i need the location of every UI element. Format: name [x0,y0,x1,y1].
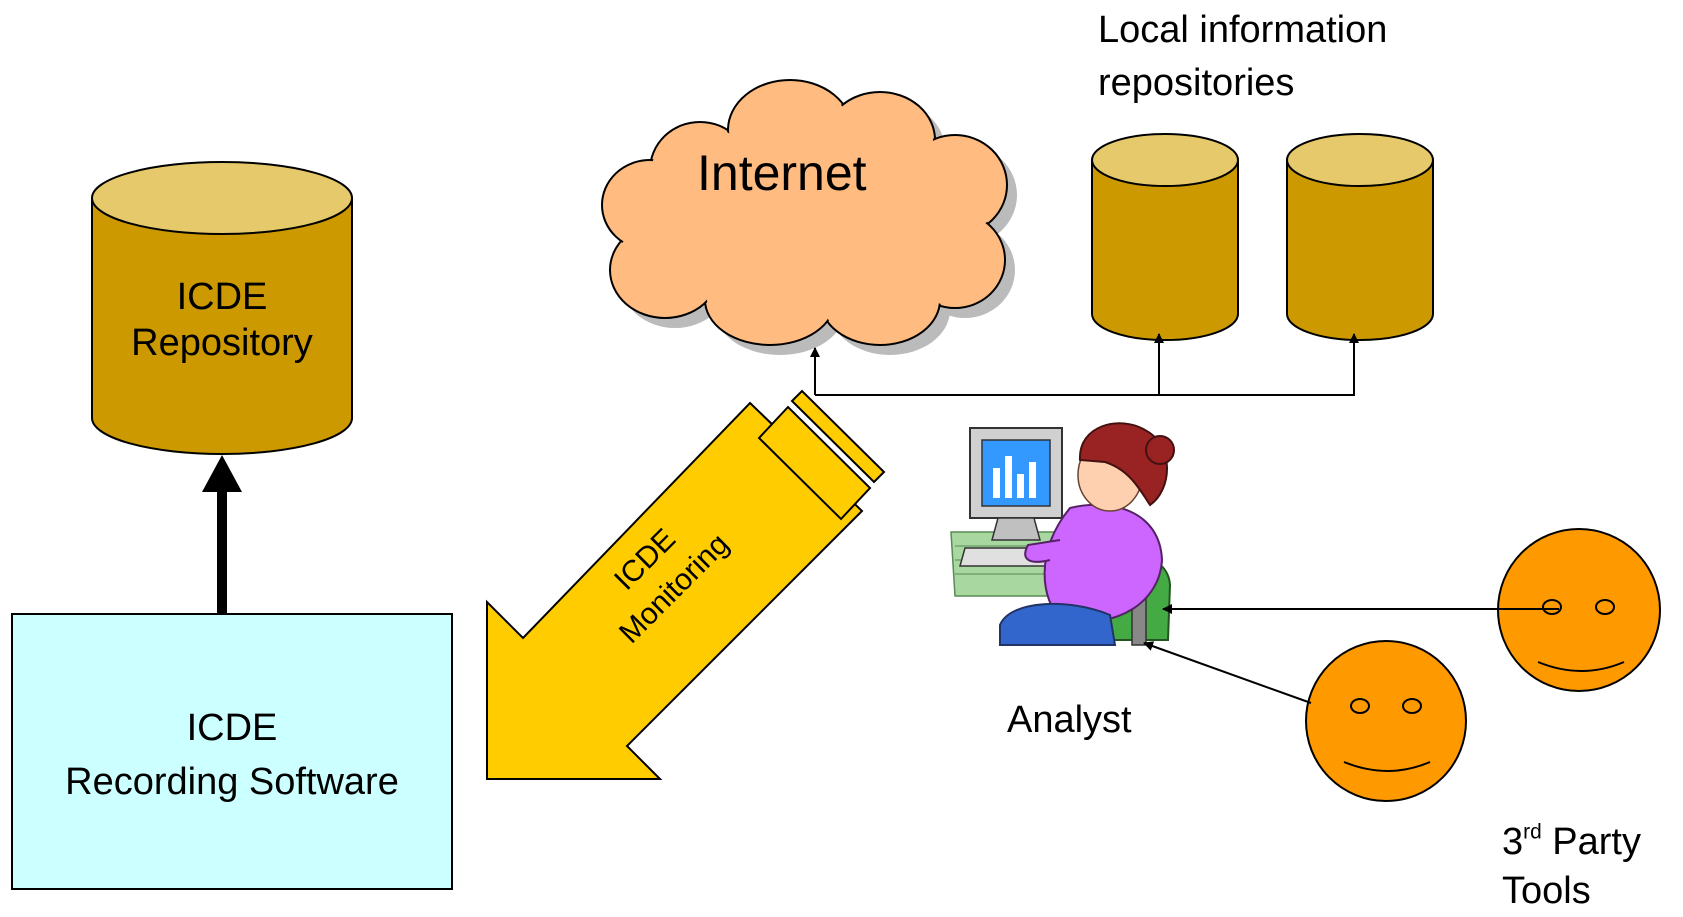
local-repository-cylinder-2 [1286,133,1434,341]
third-party-ordinal: 3 [1502,821,1524,863]
analyst-label: Analyst [1007,699,1132,741]
local-repository-cylinder-1 [1091,133,1239,341]
internet-label: Internet [697,145,867,201]
third-party-word: Party [1552,821,1641,863]
third-party-tools-label: 3rd Party Tools [1502,818,1641,917]
repository-label-line2: Repository [131,321,313,364]
third-party-smiley-2 [1305,640,1467,802]
network-connectors [810,333,1359,396]
recording-software-box [11,613,453,890]
repository-label-line1: ICDE [176,276,268,318]
third-party-suffix: rd [1523,820,1542,844]
recording-software-label-line1: ICDE [186,707,278,749]
recording-software-label: ICDE Recording Software [12,702,452,810]
third-party-line1: 3rd Party [1502,818,1641,867]
third-party-line2: Tools [1502,870,1591,913]
recording-software-label-line2: Recording Software [65,760,399,803]
repository-label: ICDE Repository [112,275,332,366]
local-repositories-line2: repositories [1098,62,1295,105]
store-arrow [202,455,242,614]
internet-cloud [601,79,1017,355]
local-repositories-label: Local information repositories [1098,4,1387,110]
local-repositories-line1: Local information [1098,9,1388,51]
monitoring-arrow [486,389,886,780]
analyst-illustration [950,422,1175,646]
tool-arrows [1143,604,1559,704]
icde-repository-cylinder [91,161,353,455]
